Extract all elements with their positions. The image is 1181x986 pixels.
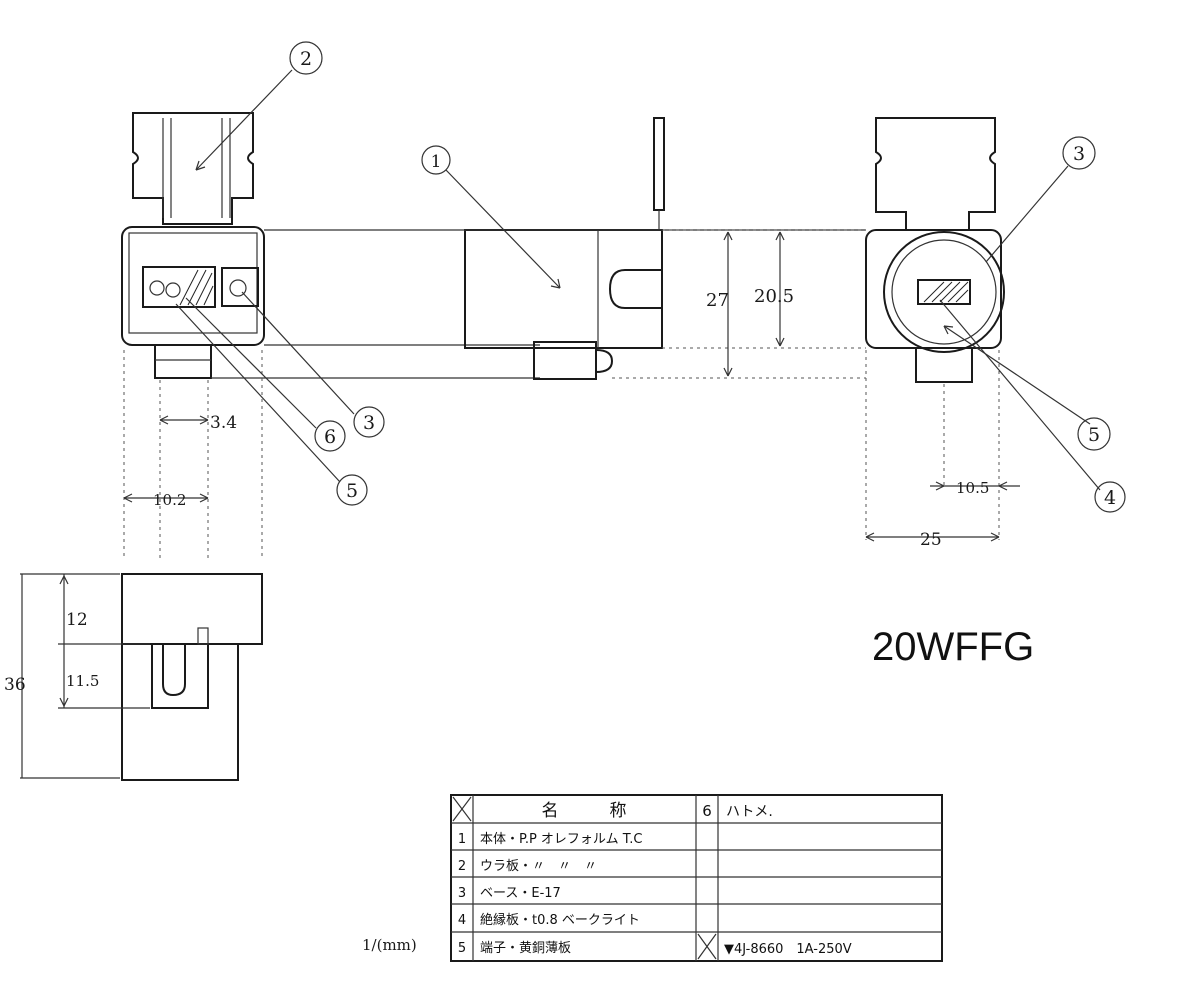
dim-label-12: 12 bbox=[66, 610, 88, 630]
callout-5-right: 5 bbox=[1077, 417, 1111, 451]
dim-label-10-5: 10.5 bbox=[956, 479, 989, 497]
svg-text:4: 4 bbox=[1104, 487, 1116, 509]
callout-3-right: 3 bbox=[1062, 136, 1096, 170]
callout-4: 4 bbox=[1094, 481, 1126, 513]
callout-6: 6 bbox=[314, 420, 346, 452]
table-row-name: 本体・P.P オレフォルム T.C bbox=[480, 832, 642, 847]
dim-20-5 bbox=[775, 231, 785, 347]
dim-27 bbox=[723, 231, 733, 377]
dim-10-5 bbox=[930, 481, 1020, 491]
svg-text:1: 1 bbox=[431, 152, 442, 172]
table-row-no: 1 bbox=[458, 832, 466, 847]
model-name: 20WFFG bbox=[872, 625, 1034, 669]
dim-label-25: 25 bbox=[920, 530, 942, 550]
table-header-name: 名 称 bbox=[542, 801, 627, 821]
parts-table: 名 称 6 ハトメ. 1 本体・P.P オレフォルム T.C 2 ウラ板・〃 〃… bbox=[450, 794, 943, 962]
callout-3-left: 3 bbox=[353, 406, 385, 438]
callout-5-left: 5 bbox=[336, 474, 368, 506]
dim-label-36: 36 bbox=[4, 675, 26, 695]
table-row-no: 5 bbox=[458, 941, 466, 956]
leader-lines bbox=[175, 69, 1101, 491]
right-view bbox=[865, 117, 1005, 540]
dim-3-4: 3.4 bbox=[159, 413, 237, 433]
dim-label-10-2: 10.2 bbox=[153, 491, 186, 509]
drawing-number: ▼4J-8660 1A-250V bbox=[724, 942, 852, 957]
dim-label-27: 27 bbox=[706, 290, 729, 311]
table-row-name: 絶縁板・t0.8 ベークライト bbox=[480, 912, 640, 928]
table-row-name: ウラ板・〃 〃 〃 bbox=[480, 859, 597, 874]
svg-text:3: 3 bbox=[1073, 143, 1085, 165]
middle-view bbox=[264, 117, 866, 380]
bottom-view bbox=[20, 573, 263, 781]
svg-text:2: 2 bbox=[300, 48, 312, 70]
callout-2: 2 bbox=[289, 41, 323, 75]
table-row-name: ベース・E-17 bbox=[480, 886, 561, 901]
base-hatch bbox=[923, 281, 969, 303]
scale-note: 1/(mm) bbox=[362, 936, 417, 954]
table-item6-no: 6 bbox=[702, 802, 712, 820]
callout-1: 1 bbox=[421, 145, 451, 175]
dim-label-11-5: 11.5 bbox=[66, 672, 99, 690]
svg-text:6: 6 bbox=[324, 426, 336, 448]
svg-text:5: 5 bbox=[346, 480, 358, 502]
table-row-no: 2 bbox=[458, 859, 466, 874]
table-item6-name: ハトメ. bbox=[726, 804, 773, 820]
dim-25 bbox=[865, 532, 1000, 542]
table-row-no: 4 bbox=[458, 913, 466, 928]
dim-label-3-4: 3.4 bbox=[210, 413, 237, 433]
terminal-hatch bbox=[179, 269, 214, 306]
svg-text:3: 3 bbox=[363, 412, 375, 434]
svg-text:5: 5 bbox=[1088, 424, 1100, 446]
left-view bbox=[121, 112, 540, 560]
dim-10-2: 10.2 bbox=[123, 491, 209, 509]
dim-label-20-5: 20.5 bbox=[754, 286, 794, 307]
table-row-no: 3 bbox=[458, 886, 466, 901]
table-row-name: 端子・黄銅薄板 bbox=[480, 941, 571, 956]
